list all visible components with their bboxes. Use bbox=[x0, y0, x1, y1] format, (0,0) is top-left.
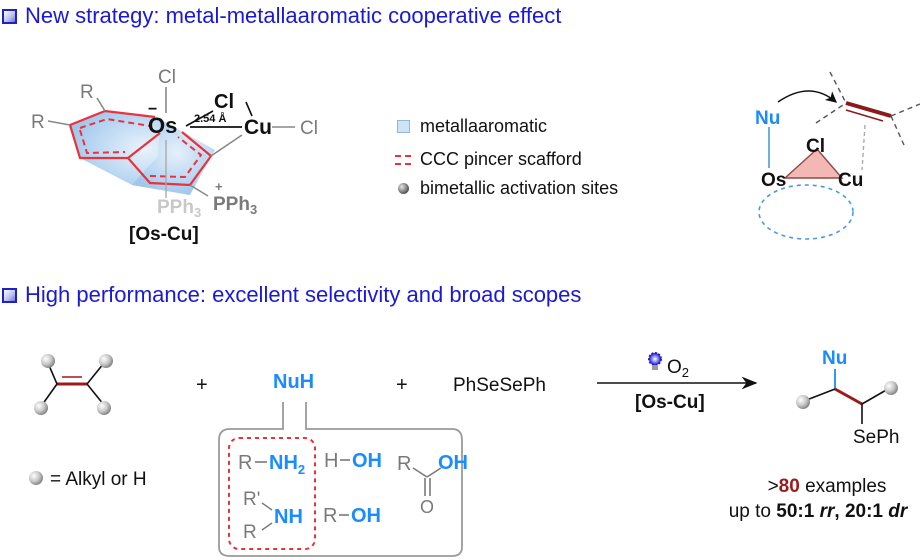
legend-label: bimetallic activation sites bbox=[420, 178, 619, 198]
nucleophile-label: NuH bbox=[273, 371, 314, 393]
acid-carbonyl-o: O bbox=[420, 497, 434, 517]
cl-top-label: Cl bbox=[158, 67, 176, 88]
r-top-label: R bbox=[80, 82, 94, 103]
cl-bridge-label: Cl bbox=[214, 91, 234, 113]
nucleophile-scope-box: R NH2 R' R NH H OH R OH R O OH bbox=[218, 402, 468, 557]
blue-square-icon bbox=[392, 120, 414, 133]
secondary-amine-r2: R bbox=[243, 522, 257, 543]
cu-label: Cu bbox=[244, 116, 272, 139]
alcohol-oh: OH bbox=[351, 505, 381, 527]
reagent-label: PhSeSePh bbox=[453, 375, 546, 396]
section-heading-performance: High performance: excellent selectivity … bbox=[2, 282, 581, 308]
heading-text: High performance: excellent selectivity … bbox=[25, 282, 582, 307]
section-heading-strategy: New strategy: metal-metallaaromatic coop… bbox=[2, 3, 561, 29]
gray-sphere-icon bbox=[392, 183, 414, 194]
complex-name-label: [Os-Cu] bbox=[129, 224, 199, 245]
heading-text: New strategy: metal-metallaaromatic coop… bbox=[25, 3, 562, 28]
plus-sign: + bbox=[396, 374, 408, 396]
selectivity-text: up to 50:1 rr, 20:1 dr bbox=[729, 501, 909, 522]
sphere-legend-label: = Alkyl or H bbox=[50, 469, 147, 490]
mech-cu-label: Cu bbox=[838, 170, 863, 191]
product-nu-label: Nu bbox=[822, 348, 847, 369]
substituent-sphere-icon bbox=[99, 354, 113, 368]
substituent-sphere-icon bbox=[29, 471, 43, 485]
ligand-dashed-ellipse bbox=[758, 184, 854, 240]
pph3-back-label: PPh3 bbox=[157, 197, 201, 220]
bimetallic-mechanism: Nu Cl Os Cu bbox=[755, 71, 920, 240]
water-oh: OH bbox=[352, 450, 382, 472]
legend-label: metallaaromatic bbox=[420, 116, 548, 136]
catalyst-label: [Os-Cu] bbox=[635, 392, 705, 413]
mech-nu-label: Nu bbox=[755, 108, 780, 129]
mech-os-label: Os bbox=[761, 170, 786, 191]
examples-count-text: >80 examples bbox=[768, 476, 887, 497]
legend-item-pincer: CCC pincer scafford bbox=[392, 149, 618, 170]
product-seph-label: SePh bbox=[853, 427, 899, 448]
substituent-sphere-icon bbox=[796, 395, 810, 409]
light-bulb-icon bbox=[648, 352, 662, 370]
red-dashed-lines-icon bbox=[392, 154, 414, 165]
legend: metallaaromatic CCC pincer scafford bime… bbox=[392, 116, 618, 199]
product-structure: Nu SePh bbox=[796, 348, 899, 448]
os-cl-cu-triangle bbox=[783, 147, 844, 179]
reaction-arrow-group: O2 [Os-Cu] bbox=[597, 352, 758, 413]
substituent-sphere-icon bbox=[34, 401, 48, 415]
pph3-front-label: PPh3 bbox=[213, 194, 257, 217]
cl-right-label: Cl bbox=[300, 118, 318, 139]
plus-sign: + bbox=[196, 374, 208, 396]
heading-bullet-icon bbox=[2, 287, 17, 303]
secondary-amine-r1: R' bbox=[243, 489, 260, 510]
os-charge-label: − bbox=[148, 101, 157, 118]
substituent-sphere-icon bbox=[97, 401, 111, 415]
legend-item-metallaaromatic: metallaaromatic bbox=[392, 116, 618, 137]
legend-label: CCC pincer scafford bbox=[420, 149, 582, 169]
substituent-sphere-icon bbox=[41, 354, 55, 368]
alkene-substrate: = Alkyl or H bbox=[29, 354, 147, 490]
os-cu-complex: Cl Cl Os − 2.54 Å Cu Cl R R PPh3 PPh3 + … bbox=[31, 67, 318, 245]
acid-r: R bbox=[397, 453, 411, 475]
os-cu-distance-label: 2.54 Å bbox=[194, 112, 226, 125]
os-label: Os bbox=[148, 113, 177, 138]
acid-oh: OH bbox=[438, 452, 468, 474]
primary-amine-r: R bbox=[238, 452, 252, 474]
substituent-sphere-icon bbox=[884, 381, 898, 395]
primary-amine-label: NH2 bbox=[269, 452, 305, 477]
pph3-charge-label: + bbox=[215, 179, 223, 194]
r-left-label: R bbox=[31, 112, 45, 133]
legend-item-activation-sites: bimetallic activation sites bbox=[392, 178, 618, 199]
curved-arrow-icon bbox=[777, 90, 838, 103]
alcohol-r: R bbox=[323, 505, 337, 527]
secondary-amine-label: NH bbox=[274, 506, 303, 528]
heading-bullet-icon bbox=[2, 8, 17, 24]
mech-cl-label: Cl bbox=[806, 136, 825, 157]
water-h: H bbox=[324, 450, 338, 472]
oxygen-label: O2 bbox=[667, 357, 689, 380]
amine-highlight-box bbox=[228, 437, 316, 550]
